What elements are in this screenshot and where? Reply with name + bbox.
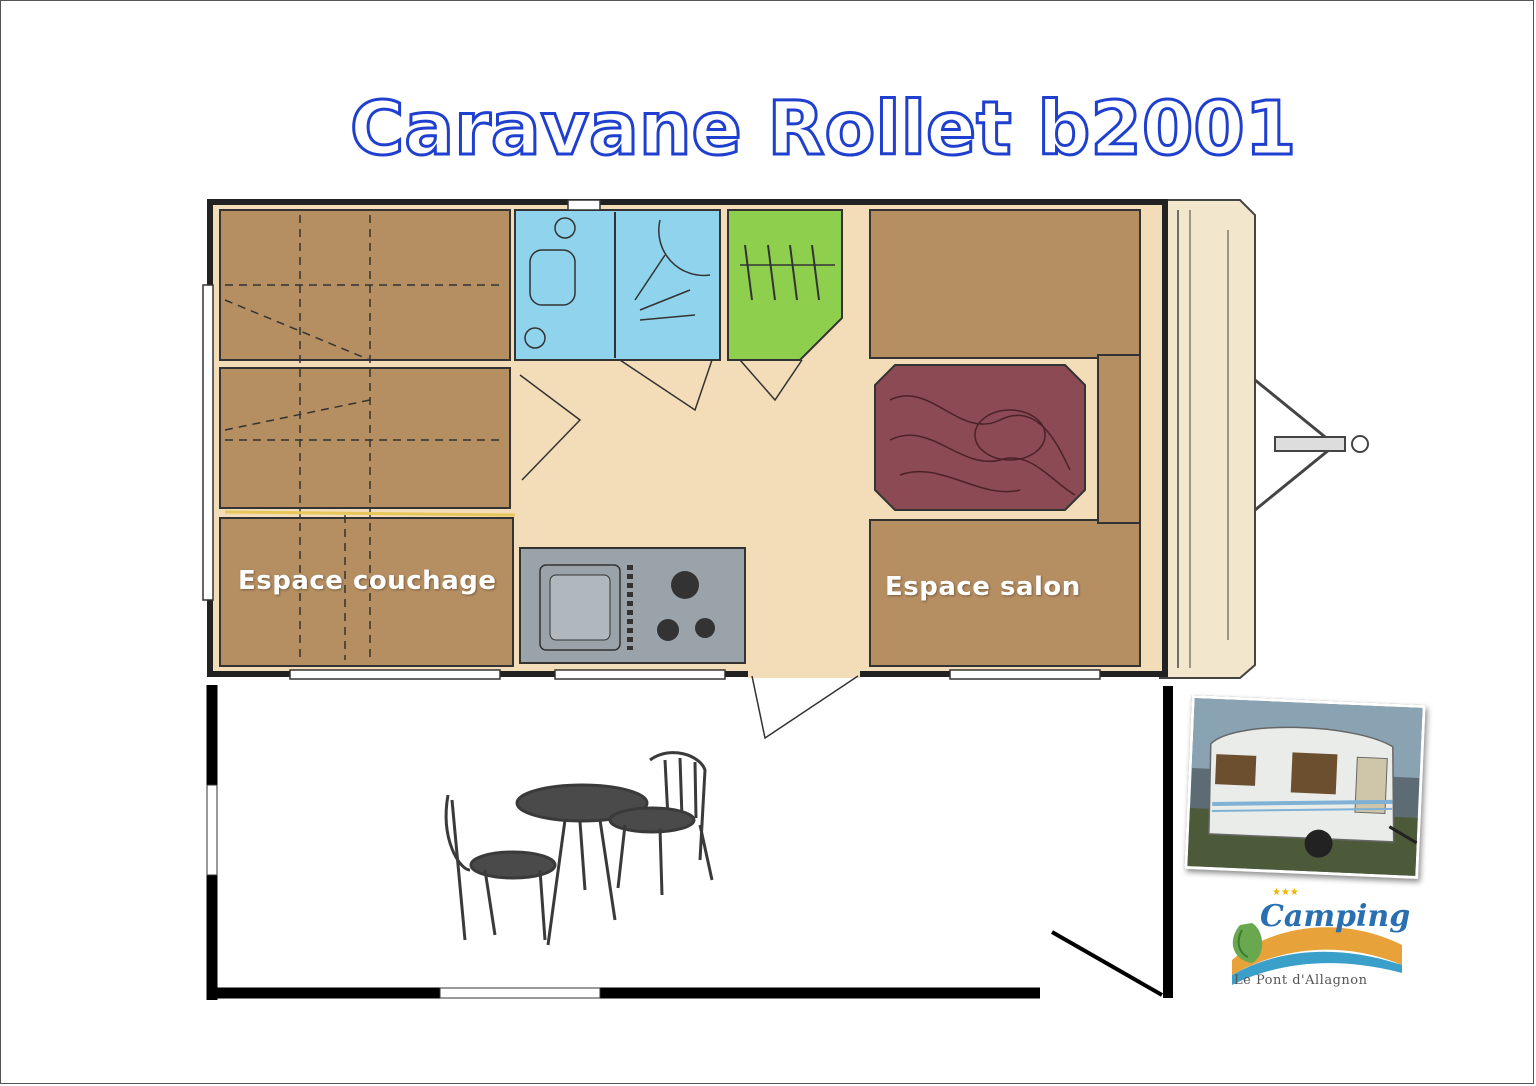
- bathroom: [514, 199, 721, 361]
- sleeping-area: [202, 209, 516, 667]
- logo-subtitle: Le Pont d'Allagnon: [1234, 973, 1368, 988]
- kitchen-unit: [519, 547, 746, 664]
- page-title-text: Caravane Rollet b2001: [350, 86, 1296, 172]
- logo-graphic: ★★★: [1232, 887, 1402, 985]
- dining-table: [874, 364, 1086, 511]
- camping-logo: ★★★ Camping Le Pont d'Allagnon: [1222, 885, 1422, 1015]
- logo-word: Camping: [1260, 899, 1411, 934]
- drawbar: [1159, 199, 1369, 679]
- patio-furniture: [444, 751, 714, 946]
- svg-text:★★★: ★★★: [1272, 887, 1299, 898]
- interior-door-swings: [519, 359, 803, 481]
- page-title: Caravane Rollet b2001: [349, 85, 1298, 174]
- windows: [289, 669, 1101, 680]
- lounge-area: [869, 209, 1141, 667]
- entrance-door: [748, 670, 860, 740]
- lounge-area-label: Espace salon: [885, 572, 1081, 602]
- wardrobe: [727, 209, 843, 361]
- terrace-awning: [206, 685, 1173, 1000]
- caravan-photo: [1184, 694, 1426, 880]
- sleeping-area-label: Espace couchage: [238, 566, 497, 596]
